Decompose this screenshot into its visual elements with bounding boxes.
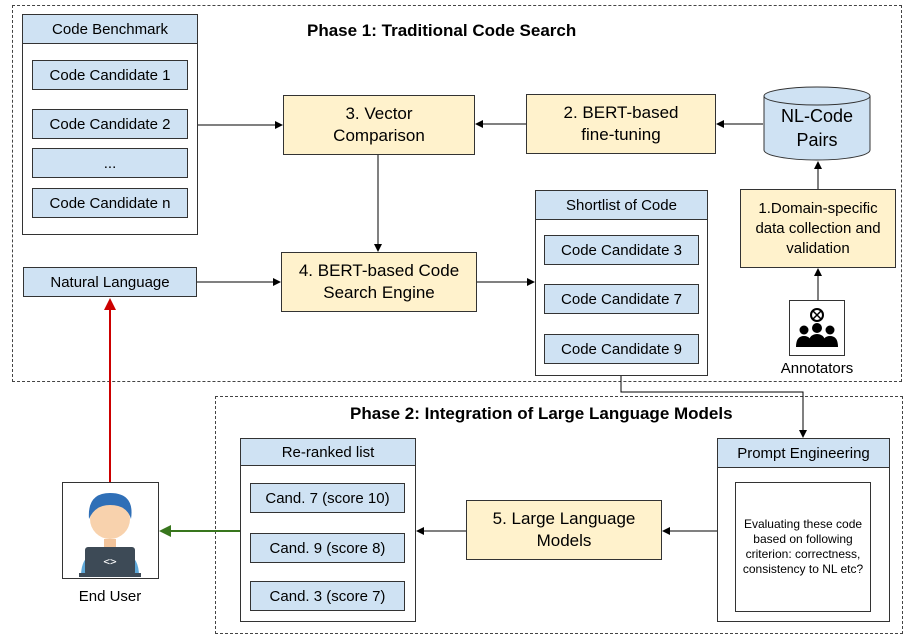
reranked-item: Cand. 7 (score 10) — [250, 483, 405, 513]
reranked-item: Cand. 9 (score 8) — [250, 533, 405, 563]
shortlist-header: Shortlist of Code — [535, 190, 708, 220]
benchmark-item: Code Candidate 1 — [32, 60, 188, 90]
reranked-header: Re-ranked list — [240, 438, 416, 466]
benchmark-item: ... — [32, 148, 188, 178]
phase2-region — [215, 396, 903, 634]
annotators-label: Annotators — [780, 360, 854, 377]
prompt-criteria-note: Evaluating these code based on following… — [735, 482, 871, 612]
benchmark-item: Code Candidate n — [32, 188, 188, 218]
end-user-label: End User — [78, 588, 142, 605]
annotators-icon-frame — [789, 300, 845, 356]
code-benchmark-header: Code Benchmark — [22, 14, 198, 44]
nl-code-pairs-database-icon — [763, 86, 871, 161]
prompt-engineering-header: Prompt Engineering — [717, 438, 890, 468]
shortlist-item: Code Candidate 9 — [544, 334, 699, 364]
phase1-region — [12, 5, 902, 382]
code-search-engine-box: 4. BERT-based Code Search Engine — [281, 252, 477, 312]
natural-language-box: Natural Language — [23, 267, 197, 297]
arrow-shortlist-to-prompt — [620, 376, 807, 438]
phase2-title: Phase 2: Integration of Large Language M… — [350, 404, 733, 423]
bert-finetuning-box: 2. BERT-based fine-tuning — [526, 94, 716, 154]
llm-box: 5. Large Language Models — [466, 500, 662, 560]
annotators-icon — [796, 308, 838, 347]
domain-data-collection-box: 1.Domain-specific data collection and va… — [740, 189, 896, 268]
phase1-title: Phase 1: Traditional Code Search — [307, 21, 577, 40]
nl-code-pairs-label: NL-Code Pairs — [780, 106, 854, 150]
benchmark-item: Code Candidate 2 — [32, 109, 188, 139]
developer-icon: <> — [79, 493, 141, 577]
shortlist-item: Code Candidate 7 — [544, 284, 699, 314]
end-user-icon-frame: <> — [62, 482, 159, 579]
svg-text:<>: <> — [103, 555, 117, 568]
vector-comparison-box: 3. Vector Comparison — [283, 95, 475, 155]
shortlist-item: Code Candidate 3 — [544, 235, 699, 265]
reranked-item: Cand. 3 (score 7) — [250, 581, 405, 611]
